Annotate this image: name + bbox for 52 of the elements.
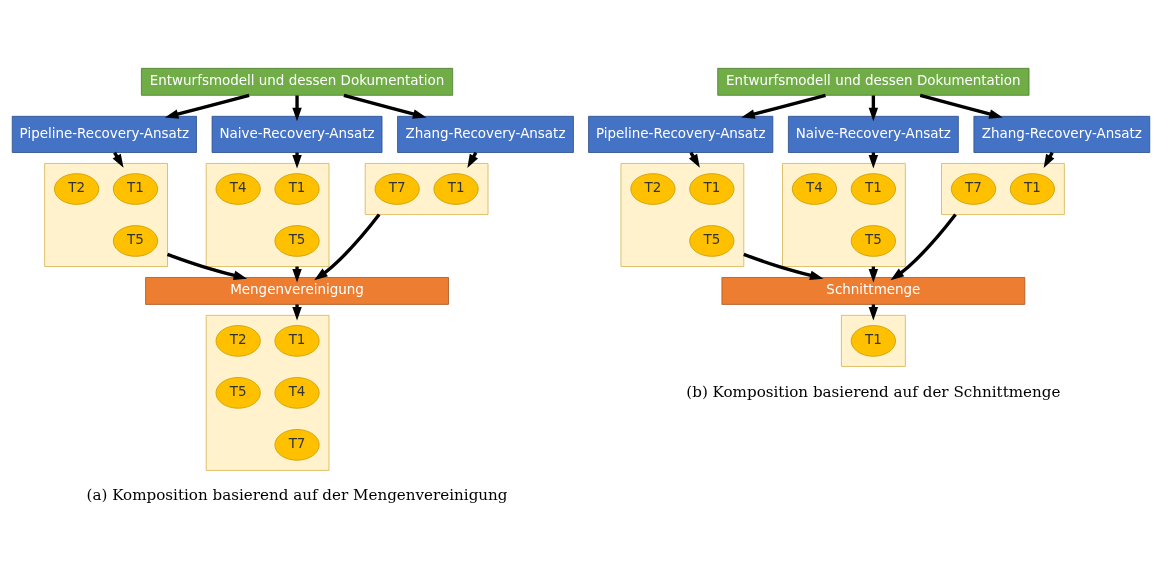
node-ellipse: T1 [850, 324, 896, 357]
node-box: Naive-Recovery-Ansatz [787, 115, 959, 153]
arrow [919, 93, 1003, 119]
node-box: Entwurfsmodell und dessen Dokumentation [140, 67, 454, 96]
node-box: Zhang-Recovery-Ansatz [397, 115, 574, 153]
cluster [841, 314, 906, 367]
node-ellipse: T1 [112, 172, 159, 205]
cluster [205, 162, 330, 267]
node-ellipse: T4 [791, 172, 838, 205]
node-ellipse: T7 [950, 172, 997, 205]
arrow [743, 252, 824, 280]
node-ellipse: T2 [630, 172, 676, 205]
cluster [205, 314, 330, 471]
arrow [314, 213, 381, 280]
label: (b) Komposition basierend auf der Schnittmenge [686, 382, 1061, 401]
arrow [292, 95, 302, 121]
node-ellipse: T5 [274, 224, 320, 257]
arrow [343, 93, 427, 119]
node-ellipse: T1 [274, 324, 320, 357]
node-box: Entwurfsmodell und dessen Dokumentation [717, 67, 1030, 96]
node-ellipse: T7 [374, 172, 420, 205]
node-ellipse: T4 [274, 376, 320, 409]
arrow [741, 93, 826, 119]
label: (a) Komposition basierend auf der Mengenvereinigung [86, 485, 508, 504]
arrow [164, 93, 250, 119]
node-ellipse: T1 [274, 172, 320, 205]
arrow [890, 213, 957, 280]
node-ellipse: T1 [1009, 172, 1055, 205]
node-ellipse: T2 [54, 172, 100, 205]
arrow [166, 252, 248, 280]
cluster [941, 162, 1065, 215]
node-box: Pipeline-Recovery-Ansatz [588, 115, 774, 153]
node-ellipse: T1 [433, 172, 479, 205]
cluster [782, 162, 906, 267]
node-box: Zhang-Recovery-Ansatz [973, 115, 1151, 153]
node-ellipse: T1 [850, 172, 896, 205]
node-box: Pipeline-Recovery-Ansatz [11, 115, 197, 153]
node-ellipse: T4 [215, 172, 261, 205]
cluster [44, 162, 168, 267]
node-ellipse: T5 [850, 224, 896, 257]
node-box: Naive-Recovery-Ansatz [211, 115, 383, 153]
arrow [292, 303, 302, 320]
cluster [364, 162, 489, 215]
node-box: Mengenvereinigung [145, 276, 449, 305]
cluster [620, 162, 745, 267]
node-ellipse: T5 [112, 224, 159, 257]
node-ellipse: T7 [274, 428, 320, 461]
node-ellipse: T1 [689, 172, 735, 205]
node-ellipse: T5 [215, 376, 261, 409]
node-ellipse: T2 [215, 324, 261, 357]
node-box: Schnittmenge [721, 276, 1026, 305]
node-ellipse: T5 [689, 224, 735, 257]
